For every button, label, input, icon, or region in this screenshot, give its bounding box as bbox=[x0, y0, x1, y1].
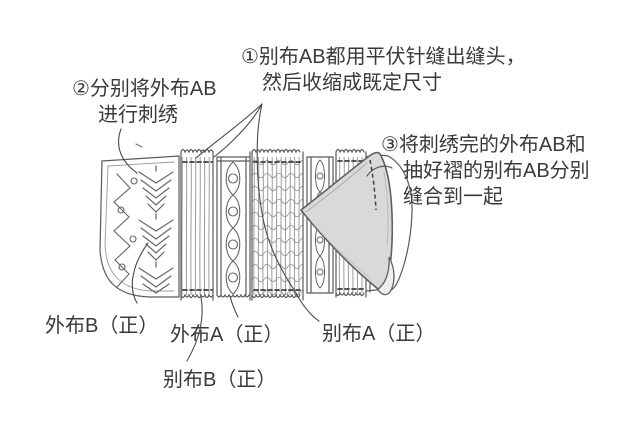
annotation-step2-line1: ②分别将外布AB bbox=[72, 78, 217, 100]
chevron-embroidery bbox=[138, 165, 174, 294]
annotation-step1: ①别布AB都用平伏针缝出缝头， 然后收缩成既定尺寸 bbox=[241, 44, 526, 96]
basting-stitch-line bbox=[182, 161, 213, 291]
flap-stitch-dashed-line bbox=[369, 159, 377, 211]
annotation-step1-line2: 然后收缩成既定尺寸 bbox=[262, 72, 442, 94]
annotation-step2: ②分别将外布AB 进行刺绣 bbox=[72, 76, 217, 128]
basting-stitch-line bbox=[337, 160, 366, 290]
zigzag-embroidery bbox=[113, 173, 138, 288]
tick-mark bbox=[135, 143, 143, 148]
annotation-step3-line3: 缝合到一起 bbox=[403, 186, 503, 208]
annotation-step3: ③将刺绣完的外布AB和 抽好褶的别布AB分别 缝合到一起 bbox=[381, 132, 590, 210]
basting-stitch-line bbox=[253, 161, 302, 291]
part-label-lining-b: 别布B（正） bbox=[163, 369, 277, 391]
annotation-step3-line2: 抽好褶的别布AB分别 bbox=[403, 160, 590, 182]
outer-fabric-a-panel bbox=[216, 151, 251, 301]
annotation-step2-line2: 进行刺绣 bbox=[98, 104, 178, 126]
lining-a-pleat-panel bbox=[251, 148, 304, 301]
leader-step1-b bbox=[213, 103, 263, 158]
folded-flap bbox=[300, 151, 395, 296]
annotation-step3-line1: ③将刺绣完的外布AB和 bbox=[381, 134, 586, 156]
flap-curl-underside bbox=[377, 256, 395, 296]
leader-step2 bbox=[118, 128, 138, 174]
leader-step3 bbox=[366, 165, 393, 177]
part-label-outer-a: 外布A（正） bbox=[170, 324, 284, 346]
outer-fabric-b-panel bbox=[99, 143, 180, 298]
flap-shape bbox=[300, 151, 394, 292]
oval-chain-embroidery bbox=[225, 161, 241, 295]
annotation-step1-line1: ①别布AB都用平伏针缝出缝头， bbox=[241, 46, 526, 68]
part-label-outer-b: 外布B（正） bbox=[45, 315, 159, 337]
part-label-lining-a: 别布A（正） bbox=[322, 323, 436, 345]
leader-outer-b bbox=[131, 242, 149, 304]
leader-step1-c bbox=[256, 103, 320, 322]
leader-step1-a bbox=[195, 103, 263, 159]
lining-b-pleat-panel bbox=[180, 148, 218, 301]
leader-outer-a bbox=[229, 295, 239, 318]
leader-lines bbox=[118, 103, 393, 362]
leader-lining-b bbox=[186, 296, 203, 362]
